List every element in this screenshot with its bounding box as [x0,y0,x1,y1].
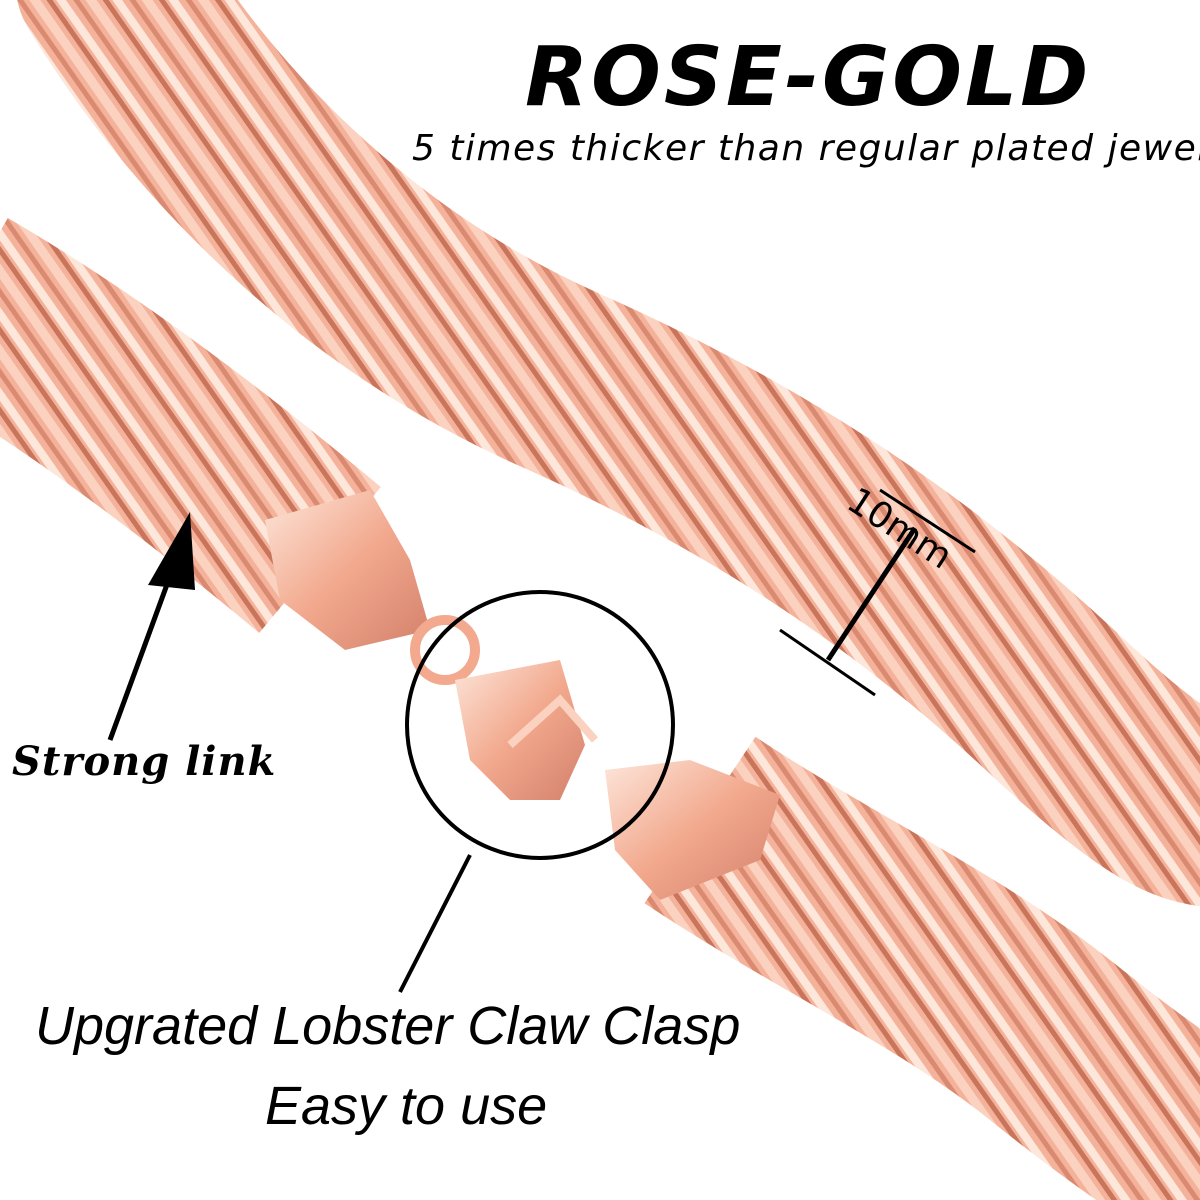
left-end-cap [265,490,430,650]
arrow-head-icon [148,512,195,590]
annotation-lines [107,488,976,993]
clasp-highlight-circle [405,590,675,860]
arrow-shaft [107,559,179,741]
clasp-pointer-line [398,854,472,993]
right-rope-chain [644,736,1200,1200]
strong-link-label: Strong link [12,738,277,785]
right-end-cap [605,760,780,900]
subtitle: 5 times thicker than regular plated jewe… [412,128,1200,169]
dimension-tick-bottom [779,628,876,697]
clasp-label: Upgrated Lobster Claw Clasp [35,996,741,1056]
jump-ring [410,615,480,685]
lobster-clasp [455,660,585,800]
dimension-line [825,526,918,662]
page-title: ROSE-GOLD [525,30,1092,125]
upper-rope-chain [17,0,1200,907]
clasp-sublabel: Easy to use [265,1076,548,1136]
dimension-tick-top [879,488,976,554]
